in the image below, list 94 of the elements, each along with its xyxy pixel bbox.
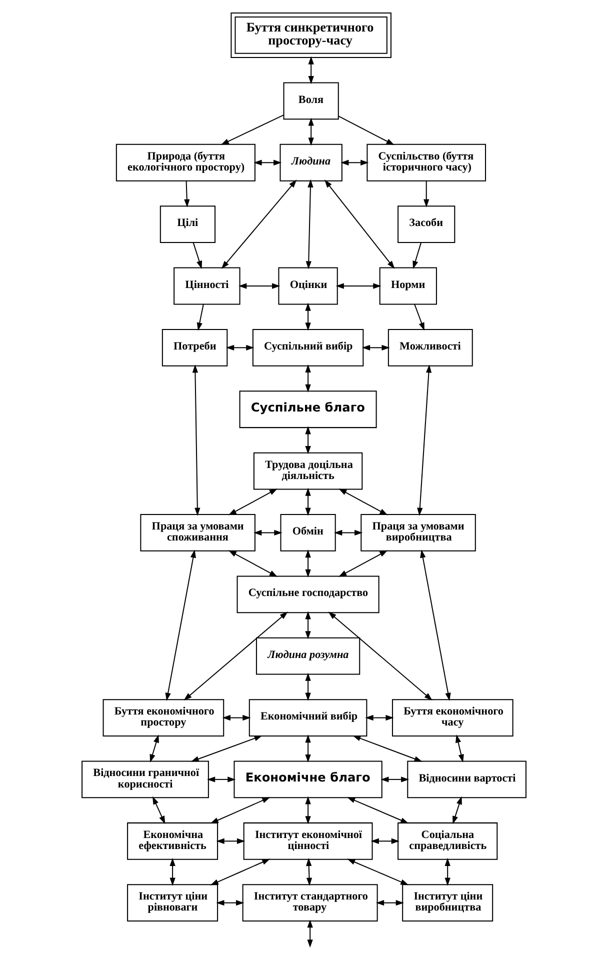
arrow <box>347 797 409 824</box>
arrow <box>207 776 236 782</box>
node-box: Суспільство (буття історичного часу) <box>366 144 486 182</box>
arrow <box>238 283 280 289</box>
node-box: Праця за умовами виробництва <box>360 514 476 552</box>
arrow <box>308 118 314 146</box>
arrow <box>228 550 278 577</box>
arrow <box>305 796 311 824</box>
node-box: Інститут ціни рівноваги <box>127 884 218 922</box>
arrow <box>150 734 159 762</box>
arrow <box>417 364 432 516</box>
arrow <box>165 550 196 701</box>
arrow <box>305 488 311 516</box>
arrow <box>305 611 311 640</box>
arrow <box>444 858 450 886</box>
arrow <box>338 488 388 516</box>
node-box: Можливості <box>388 328 473 366</box>
node-box: Людина <box>280 144 342 182</box>
node-box: Цінності <box>174 267 240 305</box>
node-box: Економічне благо <box>234 760 382 798</box>
arrow <box>216 900 244 906</box>
node-box: Воля <box>283 82 339 120</box>
arrow <box>338 550 388 577</box>
node-box: Трудова доцільна діяльність <box>253 452 363 490</box>
arrow <box>352 736 422 762</box>
arrow <box>210 858 270 886</box>
node-box: Обмін <box>280 514 336 552</box>
node-box: Суспільне господарство <box>236 576 380 614</box>
arrow <box>210 797 270 824</box>
node-box: Економічний вибір <box>248 699 368 736</box>
arrow <box>228 488 278 516</box>
arrow <box>221 180 297 269</box>
node-box: Інститут стандартного товару <box>242 884 378 922</box>
arrow <box>307 920 313 948</box>
arrow <box>306 179 314 270</box>
arrow <box>226 344 254 351</box>
node-box: Інститут економічної цінності <box>243 822 373 860</box>
arrow <box>420 550 451 701</box>
node-box: Буття економічного часу <box>392 699 514 736</box>
node-box: Суспільний вибір <box>252 328 364 366</box>
node-box: Цілі <box>160 206 216 244</box>
arrow <box>184 180 190 208</box>
arrow <box>305 672 311 701</box>
arrow <box>170 858 176 886</box>
arrow <box>184 612 288 700</box>
arrow <box>365 714 394 721</box>
arrow <box>254 530 282 536</box>
arrow <box>334 530 363 536</box>
node-box: Потреби <box>162 328 228 366</box>
arrow <box>414 304 424 331</box>
arrow <box>308 56 314 84</box>
node-box: Відносини граничної корисності <box>82 760 209 798</box>
arrow <box>328 612 432 700</box>
node-box: Засоби <box>398 206 456 244</box>
arrow <box>220 114 284 145</box>
node-box: Праця за умовами споживання <box>140 514 256 552</box>
node-box: Буття синкретичного простору-часу <box>230 12 392 58</box>
arrow <box>305 734 311 763</box>
arrow <box>216 838 246 844</box>
arrow <box>424 180 430 208</box>
arrow <box>254 160 282 166</box>
node-box: Норми <box>379 267 437 305</box>
arrow <box>305 426 311 454</box>
arrow <box>347 858 409 886</box>
arrow <box>340 160 369 166</box>
arrow <box>152 796 166 824</box>
arrow <box>305 364 311 392</box>
arrow <box>376 900 404 906</box>
arrow <box>456 734 464 762</box>
node-box: Економічна ефективність <box>127 822 218 860</box>
arrow <box>192 242 202 270</box>
arrow <box>336 283 382 289</box>
arrow <box>412 242 422 270</box>
node-box: Інститут ціни виробництва <box>402 884 494 922</box>
arrow <box>370 838 400 844</box>
arrow <box>305 549 311 578</box>
node-box: Оцінки <box>278 267 338 305</box>
node-box: Людина розумна <box>256 637 360 675</box>
arrow <box>338 116 394 146</box>
arrow <box>452 796 462 824</box>
arrow <box>306 858 312 886</box>
node-box: Суспільне благо <box>239 390 377 428</box>
arrow <box>192 364 200 516</box>
node-box: Природа (буття екологічного простору) <box>116 144 256 182</box>
arrow <box>190 736 262 762</box>
arrow <box>324 180 395 269</box>
arrow <box>362 344 390 351</box>
arrow <box>196 304 204 331</box>
arrow <box>305 302 311 331</box>
arrow <box>222 714 251 721</box>
node-box: Соціальна справедливість <box>398 822 498 860</box>
arrow <box>380 776 410 782</box>
node-box: Буття економічного простору <box>102 699 224 736</box>
node-box: Відносини вартості <box>407 760 526 798</box>
